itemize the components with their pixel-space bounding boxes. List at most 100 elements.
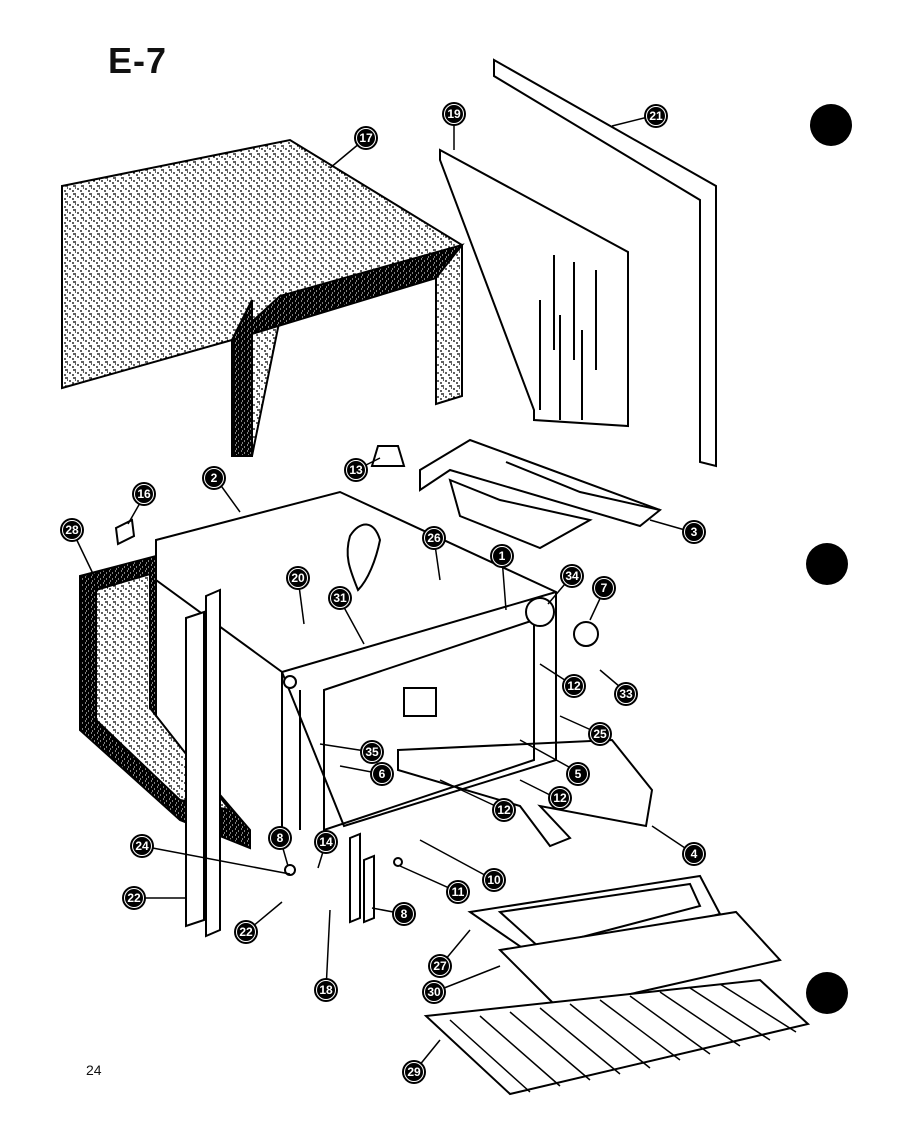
callout-label: 8: [401, 907, 408, 921]
callout-label: 19: [447, 107, 461, 121]
callout-label: 6: [379, 767, 386, 781]
callout-label: 20: [291, 571, 305, 585]
rear-panel: [439, 58, 717, 468]
callout-label: 22: [127, 891, 141, 905]
callout-28a: 28: [60, 518, 84, 542]
callout-label: 16: [137, 487, 151, 501]
callout-ring: [288, 568, 308, 588]
callout-bubble: [402, 1060, 426, 1084]
callout-bubble: [234, 920, 258, 944]
callout-ring: [132, 836, 152, 856]
callout-label: 2: [211, 471, 218, 485]
callout-label: 31: [333, 591, 347, 605]
callout-label: 29: [407, 1065, 421, 1079]
callout-bubble: [370, 762, 394, 786]
callout-bubble: [682, 842, 706, 866]
callout-ring: [550, 788, 570, 808]
callout-19: 19: [442, 102, 466, 126]
callout-bubble: [130, 834, 154, 858]
callout-ring: [492, 546, 512, 566]
callout-label: 4: [691, 847, 698, 861]
callout-33: 33: [614, 682, 638, 706]
callout-31: 31: [328, 586, 352, 610]
broil-element: [419, 438, 663, 550]
callout-6: 6: [370, 762, 394, 786]
front-insulation-frame: [79, 554, 251, 850]
oven-rack: [423, 978, 811, 1096]
callout-label: 7: [601, 581, 608, 595]
callout-10: 10: [482, 868, 506, 892]
callout-ring: [684, 522, 704, 542]
callout-26a: 26: [422, 526, 446, 550]
callout-label: 17: [359, 131, 373, 145]
callout-ring: [424, 982, 444, 1002]
callout-30: 30: [422, 980, 446, 1004]
callout-20: 20: [286, 566, 310, 590]
small-parts: [114, 445, 599, 876]
callout-34: 34: [560, 564, 584, 588]
oven-liner: [155, 490, 557, 840]
callout-7: 7: [592, 576, 616, 600]
callout-bubble: [328, 586, 352, 610]
callout-bubble: [422, 980, 446, 1004]
callout-bubble: [566, 762, 590, 786]
insulation-blanket-top: [61, 138, 465, 457]
bake-element: [397, 738, 654, 848]
callout-bubble: [314, 830, 338, 854]
callout-ring: [430, 956, 450, 976]
callout-bubble: [588, 722, 612, 746]
callout-ring: [448, 882, 468, 902]
callout-label: 18: [319, 983, 333, 997]
callout-ring: [330, 588, 350, 608]
callout-ring: [594, 578, 614, 598]
callout-label: 12: [497, 803, 511, 817]
callout-label: 8: [277, 831, 284, 845]
callout-29: 29: [402, 1060, 426, 1084]
callout-22b: 22: [234, 920, 258, 944]
callout-label: 12: [567, 679, 581, 693]
callout-12c: 12: [548, 786, 572, 810]
callout-bubble: [562, 674, 586, 698]
callout-label: 14: [319, 835, 333, 849]
callout-ring: [444, 104, 464, 124]
callout-ring: [564, 676, 584, 696]
callout-bubble: [482, 868, 506, 892]
callout-3: 3: [682, 520, 706, 544]
callout-ring: [616, 684, 636, 704]
callout-8b: 8: [392, 902, 416, 926]
callout-bubble: [592, 576, 616, 600]
callout-ring: [494, 800, 514, 820]
side-rails: [185, 588, 375, 938]
callout-bubble: [548, 786, 572, 810]
callout-label: 21: [649, 109, 663, 123]
callout-label: 25: [593, 727, 607, 741]
callout-label: 27: [433, 959, 447, 973]
callout-ring: [236, 922, 256, 942]
callout-35: 35: [360, 740, 384, 764]
callout-bubble: [392, 902, 416, 926]
broiler-pan-insert: [497, 910, 782, 1012]
callout-13: 13: [344, 458, 368, 482]
callout-ring: [646, 106, 666, 126]
callout-bubble: [492, 798, 516, 822]
binder-hole-bottom: [806, 972, 848, 1014]
callout-27: 27: [428, 954, 452, 978]
callout-bubble: [286, 566, 310, 590]
callout-12b: 12: [492, 798, 516, 822]
callout-ring: [424, 528, 444, 548]
callout-label: 3: [691, 525, 698, 539]
callout-label: 34: [565, 569, 579, 583]
callout-label: 24: [135, 839, 149, 853]
broiler-pan: [467, 874, 722, 962]
callout-label: 26: [427, 531, 441, 545]
callout-2: 2: [202, 466, 226, 490]
callout-ring: [124, 888, 144, 908]
callout-bubble: [122, 886, 146, 910]
callout-bubble: [614, 682, 638, 706]
callout-label: 10: [487, 873, 501, 887]
callout-ring: [204, 468, 224, 488]
callout-bubble: [682, 520, 706, 544]
callout-bubble: [132, 482, 156, 506]
